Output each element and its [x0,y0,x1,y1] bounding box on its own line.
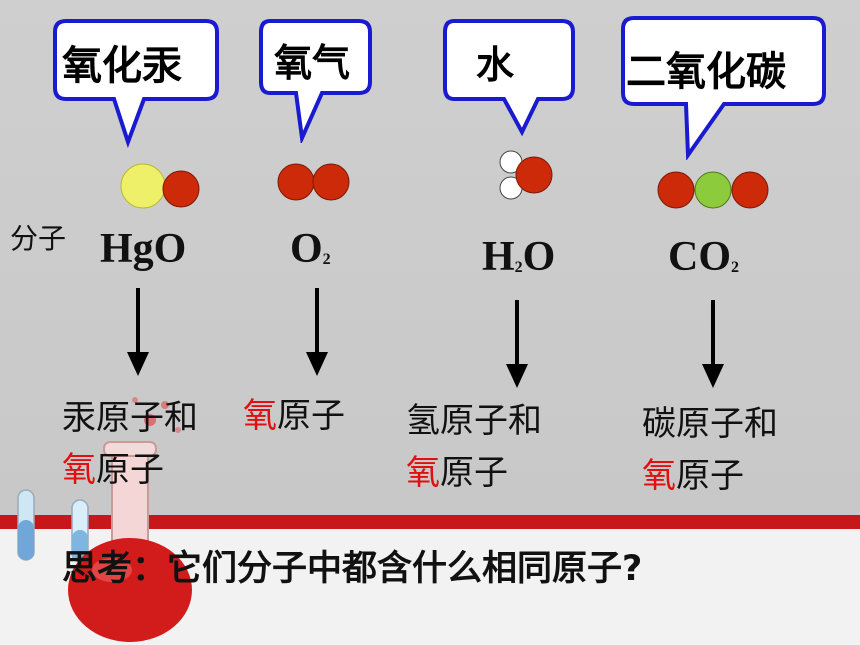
oxygen-highlight: 氧 [642,456,676,496]
arrow-down-icon [702,300,724,388]
atoms-h2o-line1: 氢原子和 [406,401,542,441]
oxygen-highlight: 氧 [243,396,277,436]
callout-hgo: 氧化汞 [52,18,222,152]
question-text: 思考：它们分子中都含什么相同原子? [62,549,643,589]
callout-o2-text: 氧气 [274,41,351,85]
callout-co2: 二氧化碳 [620,15,830,164]
speech-bubble-icon [621,16,826,161]
formula-o2-main: O [290,226,323,272]
callout-o2: 氧气 [258,18,373,147]
speech-bubble-icon [259,19,372,146]
formula-h2o: H2O [482,233,555,281]
co2-molecule [657,171,769,209]
arrow-down-icon [127,288,149,376]
formula-hgo: HgO [100,225,186,273]
o2-molecule [277,163,350,201]
formula-h2o-o: O [522,234,556,280]
atoms-h2o-line2-rest: 原子 [440,453,508,493]
atoms-hgo-line2: 氧原子 [62,444,198,496]
callout-co2-text: 二氧化碳 [626,49,786,95]
atoms-o2-rest: 原子 [277,396,345,436]
red-divider-band [0,515,860,529]
atoms-co2-line2: 氧原子 [642,450,778,502]
atoms-h2o: 氢原子和 氧原子 [406,395,542,499]
formula-o2: O2 [290,225,331,273]
oxygen-highlight: 氧 [62,450,96,490]
formula-o2-sub: 2 [322,251,331,268]
molecule-label: 分子 [10,222,67,255]
speech-bubble-icon [443,19,575,137]
hgo-molecule [120,163,200,209]
formula-co2-main: CO [668,234,731,280]
atoms-o2: 氧原子 [243,390,345,442]
formula-h2o-sub: 2 [514,259,523,276]
formula-h2o-h: H [482,234,515,280]
arrow-down-icon [506,300,528,388]
callout-h2o: 水 [442,18,577,142]
atoms-co2: 碳原子和 氧原子 [642,398,778,502]
flask-icon [17,397,192,642]
formula-co2: CO2 [668,233,739,281]
oxygen-highlight: 氧 [406,453,440,493]
h2o-molecule [499,150,553,200]
callout-h2o-text: 水 [476,43,515,87]
atoms-co2-line1: 碳原子和 [642,404,778,444]
atoms-hgo-line2-rest: 原子 [96,450,164,490]
atoms-hgo-line1: 汞原子和 [62,398,198,438]
arrow-down-icon [306,288,328,376]
atoms-hgo: 汞原子和 氧原子 [62,392,198,496]
callout-hgo-text: 氧化汞 [62,43,182,89]
speech-bubble-icon [53,19,219,149]
atoms-h2o-line2: 氧原子 [406,447,542,499]
atoms-co2-line2-rest: 原子 [676,456,744,496]
formula-hgo-text: HgO [100,226,187,272]
formula-co2-sub: 2 [731,259,739,276]
